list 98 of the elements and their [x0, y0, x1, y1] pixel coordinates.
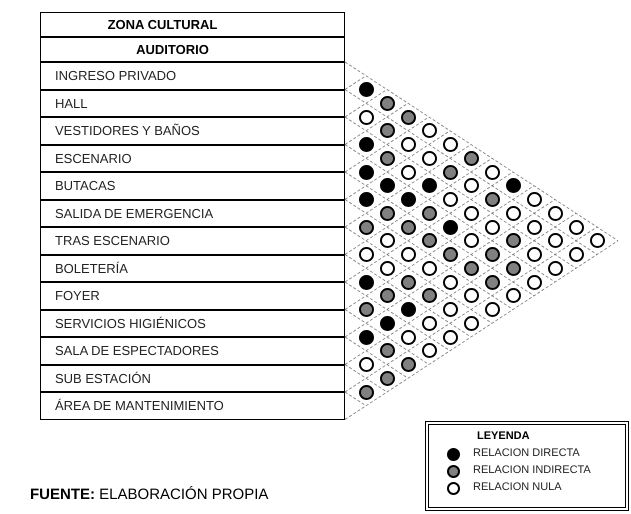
relation-dot	[464, 233, 478, 248]
relation-dot	[442, 302, 458, 317]
table-cell: BUTACAS	[40, 172, 345, 200]
relation-dot	[464, 288, 478, 304]
relation-dot	[380, 123, 394, 138]
relation-dot	[358, 164, 374, 180]
table-cell: ESCENARIO	[40, 144, 345, 172]
relation-dot	[548, 260, 562, 276]
relation-dot	[506, 206, 520, 221]
relation-dot	[484, 220, 500, 234]
legend-text: RELACION INDIRECTA	[473, 464, 591, 476]
relation-dot	[358, 82, 374, 97]
relation-dot	[484, 274, 500, 290]
relation-dot	[422, 206, 436, 221]
relation-dot	[526, 220, 542, 234]
table-cell: SUB ESTACIÓN	[40, 364, 345, 392]
relation-dot	[484, 247, 500, 262]
legend-text: RELACION NULA	[473, 481, 562, 493]
relation-dot	[506, 178, 520, 194]
relation-dot	[422, 343, 436, 358]
relation-dot	[380, 96, 394, 111]
relation-dot	[506, 260, 520, 276]
relation-dot	[380, 343, 394, 358]
relation-dot	[358, 110, 374, 124]
table-cell: ÁREA DE MANTENIMIENTO	[40, 392, 345, 420]
relation-dot	[358, 330, 374, 344]
relation-dot	[484, 302, 500, 317]
relation-dot	[380, 316, 394, 331]
table-cell: HALL	[40, 90, 345, 117]
relation-dot	[400, 220, 416, 234]
table-cell: SERVICIOS HIGIÉNICOS	[40, 310, 345, 337]
relation-dot	[442, 330, 458, 344]
relation-dot	[484, 164, 500, 180]
relation-dot	[442, 137, 458, 152]
relation-dot	[422, 123, 436, 138]
relation-dot	[464, 316, 478, 331]
relation-dot	[548, 206, 562, 221]
relation-dot	[380, 206, 394, 221]
relation-dot	[400, 164, 416, 180]
relation-dot	[380, 178, 394, 194]
legend-title: LEYENDA	[477, 430, 530, 442]
relation-dot	[400, 247, 416, 262]
relation-dot	[464, 260, 478, 276]
relation-dot	[400, 110, 416, 124]
relation-dot	[358, 192, 374, 207]
relation-dot	[422, 233, 436, 248]
relation-dot	[380, 370, 394, 386]
relation-dot	[380, 260, 394, 276]
relation-dot	[380, 288, 394, 304]
relation-dot	[506, 288, 520, 304]
relation-dot	[422, 288, 436, 304]
relation-dot	[400, 137, 416, 152]
relation-dot	[526, 192, 542, 207]
table-header: ZONA CULTURAL	[40, 12, 345, 37]
relation-dot	[442, 274, 458, 290]
table-cell: FOYER	[40, 282, 345, 310]
relation-dot	[358, 274, 374, 290]
table-cell: SALA DE ESPECTADORES	[40, 337, 345, 364]
relation-dot	[464, 178, 478, 194]
table-cell: SALIDA DE EMERGENCIA	[40, 200, 345, 227]
legend-text: RELACION DIRECTA	[473, 447, 580, 459]
relation-dot	[400, 302, 416, 317]
relation-dot	[526, 247, 542, 262]
relation-dot	[422, 178, 436, 194]
relation-dot	[358, 220, 374, 234]
relation-dot	[484, 192, 500, 207]
table-cell: TRAS ESCENARIO	[40, 227, 345, 254]
caption: FUENTE: ELABORACIÓN PROPIA	[30, 486, 268, 503]
relation-dot	[526, 274, 542, 290]
relation-dot	[442, 164, 458, 180]
relation-dot	[506, 233, 520, 248]
relation-dot	[422, 260, 436, 276]
relation-dot	[358, 384, 374, 400]
relation-dot	[548, 233, 562, 248]
relation-dot	[442, 247, 458, 262]
relation-dot	[400, 330, 416, 344]
relation-dot	[464, 206, 478, 221]
relation-dot	[422, 316, 436, 331]
table-cell: VESTIDORES Y BAÑOS	[40, 117, 345, 144]
table-cell: BOLETERÍA	[40, 254, 345, 282]
table-cell: INGRESO PRIVADO	[40, 62, 345, 90]
relation-dot	[380, 233, 394, 248]
relation-dot	[358, 247, 374, 262]
relation-dot	[400, 357, 416, 372]
relation-dot	[442, 192, 458, 207]
relation-dot	[590, 233, 604, 248]
relation-dot	[358, 137, 374, 152]
relation-dot	[422, 150, 436, 166]
relation-dot	[464, 150, 478, 166]
relation-dot	[358, 357, 374, 372]
relation-dot	[358, 302, 374, 317]
relation-dot	[568, 220, 584, 234]
relation-dot	[400, 192, 416, 207]
relation-dot	[380, 150, 394, 166]
relation-dot	[568, 247, 584, 262]
table-header: AUDITORIO	[40, 37, 345, 62]
relation-dot	[442, 220, 458, 234]
relation-dot	[400, 274, 416, 290]
